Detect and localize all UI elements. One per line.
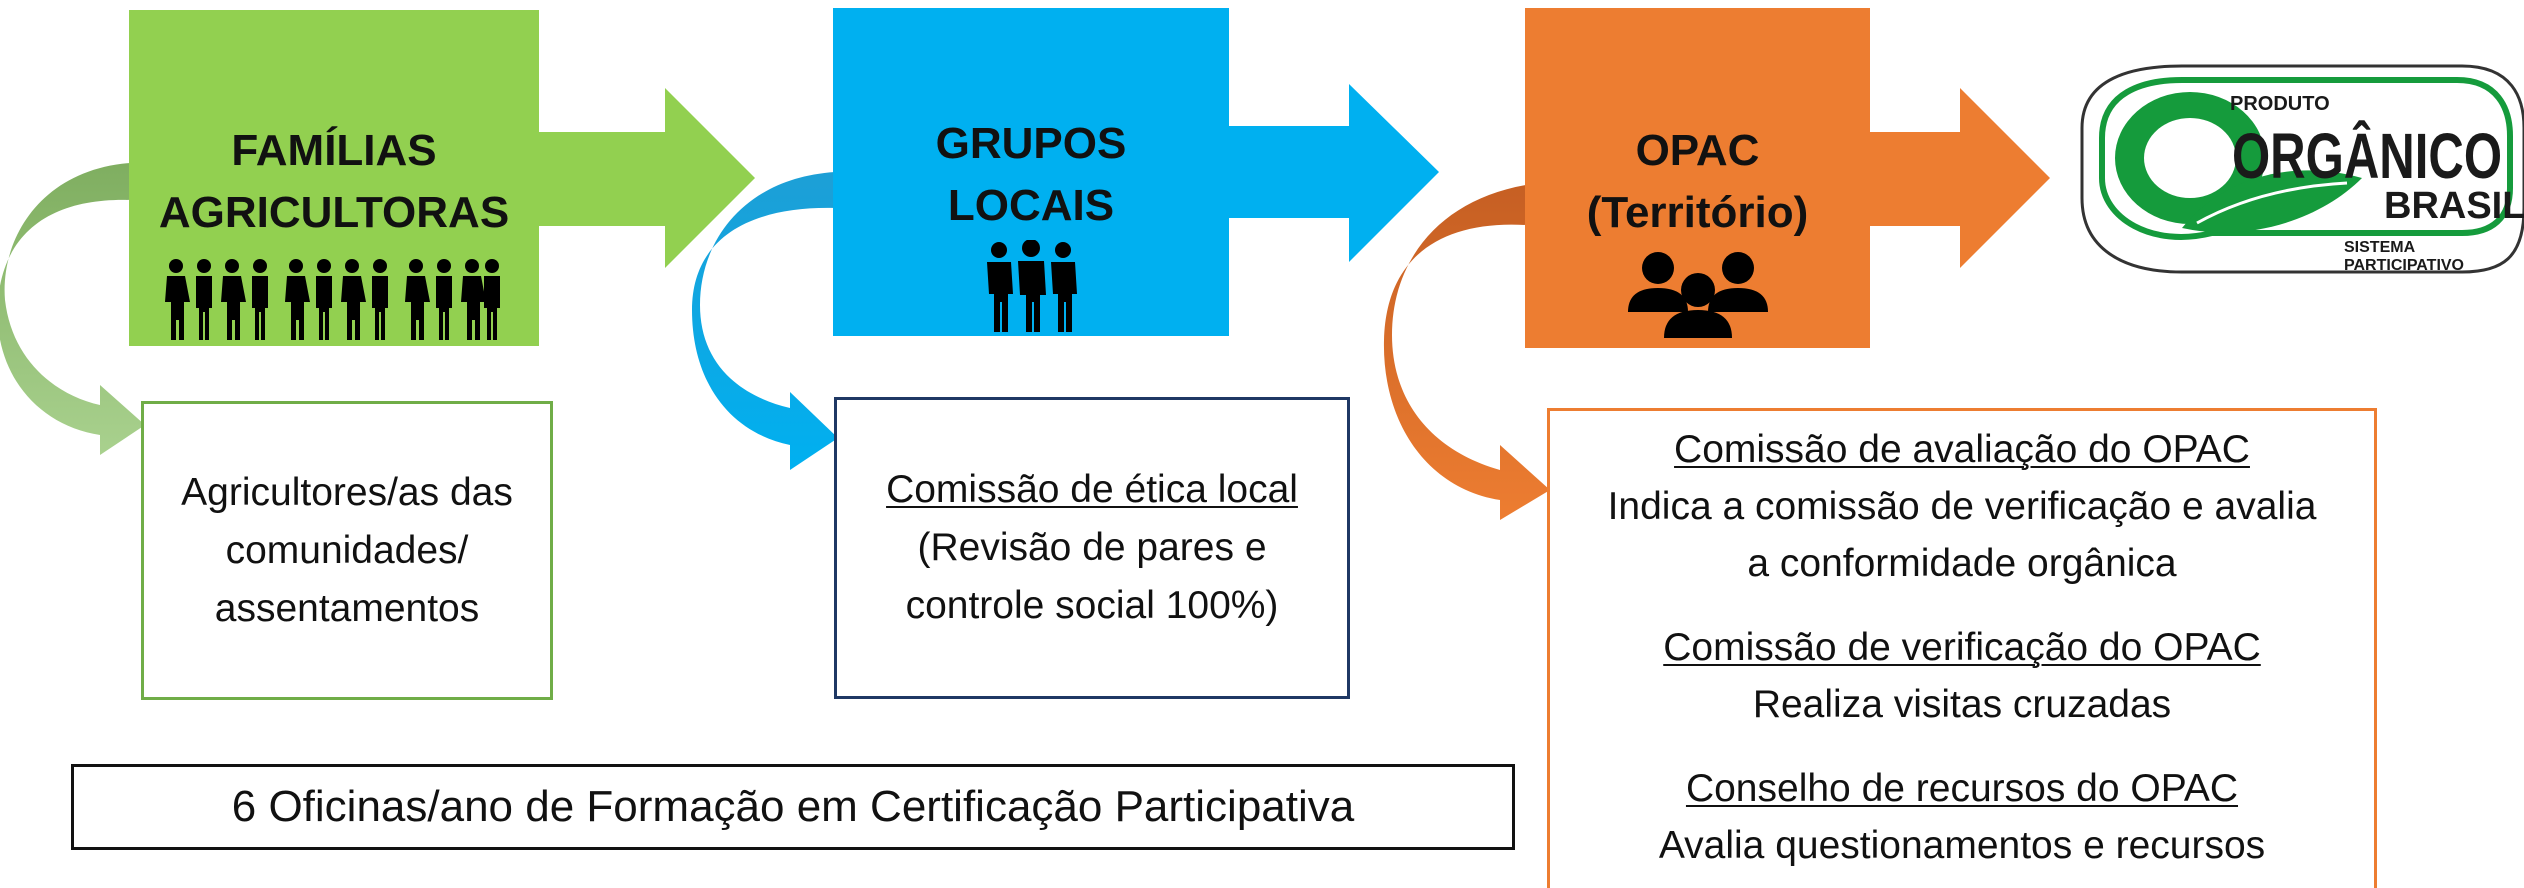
box-heading: Conselho de recursos do OPAC (1685, 767, 2239, 810)
logo-sub-text: BRASIL (2384, 185, 2524, 227)
box-text-line: controle social 100%) (905, 584, 1279, 627)
stage-opac-territorio: OPAC (Território) (1525, 8, 1870, 348)
box-text-line: a conformidade orgânica (1747, 542, 2177, 585)
box-heading: Comissão de ética local (886, 468, 1298, 511)
organico-brasil-logo: PRODUTO ORGÂNICO BRASIL SISTEMA PARTICIP… (2080, 64, 2524, 274)
stage-title-line: OPAC (1635, 126, 1760, 175)
flow-arrow-2 (1222, 84, 1439, 262)
curved-arrow-orange (1383, 185, 1550, 520)
stage-title: OPAC (Território) (1525, 120, 1870, 244)
stage-title: GRUPOS LOCAIS (833, 113, 1229, 237)
opac-group-verificacao: Comissão de verificação do OPAC Realiza … (1663, 619, 2261, 733)
box-oficinas: 6 Oficinas/ano de Formação em Certificaç… (71, 764, 1515, 850)
stage-title-line: GRUPOS (935, 119, 1127, 168)
flow-arrow-3 (1864, 88, 2050, 268)
box-text-line: (Revisão de pares e (917, 526, 1267, 569)
box-text-line: assentamentos (214, 586, 480, 630)
stage-grupos-locais: GRUPOS LOCAIS (833, 8, 1229, 336)
box-text-line: comunidades/ (225, 528, 469, 572)
stage-title-line: AGRICULTORAS (158, 188, 510, 237)
box-text-line: Indica a comissão de verificação e avali… (1607, 485, 2317, 528)
stage-title-line: LOCAIS (947, 181, 1115, 230)
curved-arrow-blue (692, 172, 838, 470)
logo-system-line: PARTICIPATIVO (2344, 257, 2464, 274)
curved-arrow-green (0, 163, 145, 455)
stage-title-line: (Território) (1586, 188, 1809, 237)
logo-top-text: PRODUTO (2230, 93, 2330, 115)
box-agricultores: Agricultores/as das comunidades/ assenta… (141, 401, 553, 700)
box-heading: Comissão de verificação do OPAC (1663, 626, 2261, 669)
box-text-line: Avalia questionamentos e recursos (1658, 824, 2266, 867)
stage-title-line: FAMÍLIAS (231, 126, 437, 175)
box-heading: Comissão de avaliação do OPAC (1674, 428, 2250, 471)
opac-group-avaliacao: Comissão de avaliação do OPAC Indica a c… (1608, 421, 2317, 592)
box-opac-comissoes: Comissão de avaliação do OPAC Indica a c… (1547, 408, 2377, 888)
box-comissao-etica: Comissão de ética local (Revisão de pare… (834, 397, 1350, 699)
opac-group-recursos: Conselho de recursos do OPAC Avalia ques… (1659, 760, 2265, 874)
box-text-line: Realiza visitas cruzadas (1752, 683, 2172, 726)
stage-title: FAMÍLIAS AGRICULTORAS (129, 120, 539, 244)
logo-main-text: ORGÂNICO (2232, 119, 2502, 192)
box-text-line: Agricultores/as das (181, 470, 513, 514)
stage-familias-agricultoras: FAMÍLIAS AGRICULTORAS (129, 10, 539, 346)
group-icon (833, 240, 1229, 332)
people-row-icon (129, 258, 539, 340)
flow-arrow-1 (532, 88, 755, 268)
logo-system-line: SISTEMA (2344, 239, 2416, 256)
users-icon (1525, 250, 1870, 338)
box-text-line: 6 Oficinas/ano de Formação em Certificaç… (231, 782, 1355, 831)
